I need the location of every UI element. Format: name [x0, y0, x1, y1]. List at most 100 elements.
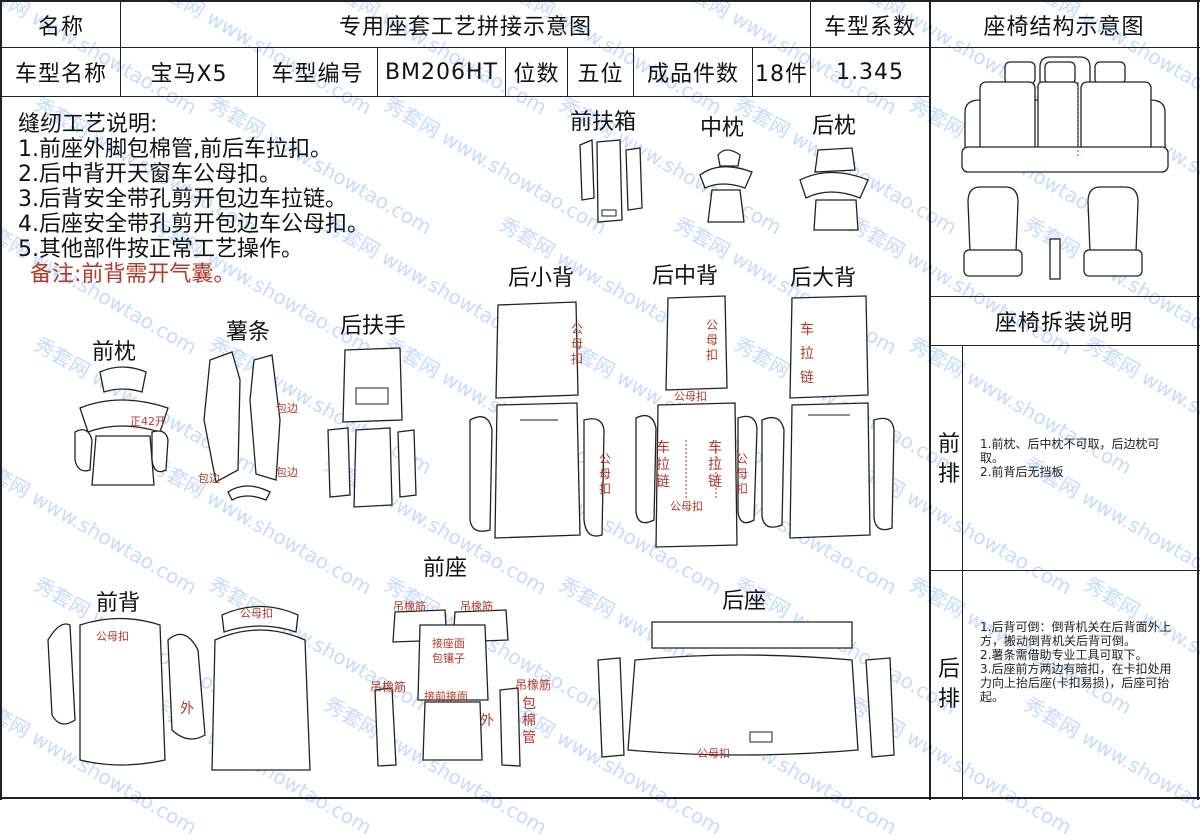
annot-cotton-tube: 包棉管 — [522, 696, 536, 746]
page-title: 专用座套工艺拼接示意图 — [338, 14, 592, 40]
structure-title: 座椅结构示意图 — [983, 14, 1145, 40]
model-no-label: 车型编号 — [271, 62, 364, 87]
border-top — [0, 0, 1200, 2]
note-remark: 备注:前背需开气囊。 — [30, 262, 236, 287]
annot-zipper-vertical: 车拉链 — [800, 322, 814, 386]
annot-hang-band: 吊橡筋 — [370, 680, 407, 694]
front-back-pieces — [47, 605, 311, 771]
annot-hang-band: 吊橡筋 — [515, 678, 552, 692]
annot-snap-vertical: 公母扣 — [570, 322, 583, 366]
annot-zipper-vertical: 车拉链 — [656, 440, 670, 490]
seats-value: 五位 — [577, 62, 624, 87]
v-line — [567, 47, 568, 97]
front-armrest-box-pieces — [579, 139, 643, 223]
right-line-2 — [930, 296, 1200, 297]
rear-armrest-pieces — [327, 347, 417, 508]
annot-hang-band: 吊橡筋 — [460, 600, 493, 613]
part-label-rear-large-back: 后大背 — [790, 266, 857, 291]
rear-row-label: 后排 — [937, 657, 960, 712]
v-line — [377, 47, 378, 97]
part-label-front-seat: 前座 — [423, 556, 468, 581]
strip-pieces — [203, 351, 281, 501]
v-line — [810, 47, 811, 97]
model-name-label: 车型名称 — [14, 62, 107, 87]
rear-row-item: 2.薯条需借助专业工具可取下。 — [980, 648, 1148, 662]
part-label-front-back: 前背 — [96, 591, 141, 616]
annot-join-face: 接座面 — [432, 637, 465, 650]
annot-hang-band: 吊橡筋 — [393, 600, 426, 613]
note-item: 3.后背安全带孔剪开包边车拉链。 — [18, 187, 347, 212]
part-label-middle-headrest: 中枕 — [700, 116, 745, 141]
annot-bag-strip: 包镶子 — [432, 652, 465, 665]
coef-value: 1.345 — [836, 59, 904, 85]
rear-row-text: 1.后背可倒：倒背机关在后背面外上方，搬动倒背机关后背可倒。 2.薯条需借助专业… — [980, 620, 1180, 704]
front-row-item: 2.前背后无挡板 — [980, 465, 1064, 479]
right-panel-divider — [929, 0, 931, 800]
watermark-text: 秀套网 www.showtao.com — [1020, 692, 1200, 840]
v-line — [257, 47, 258, 97]
row-line-1 — [0, 47, 930, 48]
v-line — [633, 47, 634, 97]
pieces-value: 18件 — [755, 62, 808, 87]
v-line — [505, 47, 506, 97]
part-label-rear-small-back: 后小背 — [508, 266, 575, 291]
rear-middle-back-pieces — [635, 295, 758, 548]
rear-small-back-pieces — [469, 301, 605, 539]
note-item: 4.后座安全带孔剪开包边车公母扣。 — [18, 212, 369, 237]
coef-label: 车型系数 — [823, 14, 916, 40]
rear-row-item: 3.后座前方两边有暗扣，在卡扣处用力向上抬后座(卡扣易损)，后座可抬起。 — [980, 662, 1172, 704]
rear-headrest-pieces — [799, 147, 869, 231]
v-line — [752, 47, 753, 97]
note-item: 2.后中背开天窗车公母扣。 — [18, 162, 281, 187]
annot-snap: 公母扣 — [96, 630, 129, 643]
model-name: 宝马X5 — [150, 62, 228, 87]
right-col-line — [962, 345, 963, 800]
part-label-rear-middle-back: 后中背 — [652, 264, 719, 289]
part-label-rear-headrest: 后枕 — [812, 114, 857, 139]
annot-binding: 包边 — [198, 472, 220, 485]
v-line — [810, 0, 811, 47]
pattern-pieces — [47, 139, 895, 771]
border-left — [0, 0, 2, 800]
disassembly-title: 座椅拆装说明 — [994, 311, 1133, 336]
annot-snap-vertical: 公母扣 — [598, 452, 611, 496]
note-item: 1.前座外脚包棉管,前后车拉扣。 — [18, 137, 332, 162]
annot-snap: 公母扣 — [240, 607, 273, 620]
front-row-item: 1.前枕、后中枕不可取，后边枕可取。 — [980, 437, 1160, 465]
front-row-label: 前排 — [937, 432, 960, 487]
annot-snap-vertical: 公母扣 — [705, 318, 718, 362]
border-right — [1197, 0, 1199, 800]
annot-snap: 公母扣 — [697, 747, 730, 760]
annot-join-front: 接前接面 — [424, 690, 468, 703]
front-row-text: 1.前枕、后中枕不可取，后边枕可取。 2.前背后无挡板 — [980, 437, 1180, 479]
row-line-2 — [0, 96, 930, 97]
part-label-front-armrest-box: 前扶箱 — [570, 110, 637, 135]
right-line-4 — [930, 570, 1200, 571]
rear-large-back-pieces — [761, 295, 895, 539]
name-label: 名称 — [37, 14, 84, 40]
annot-snap-vertical: 公母扣 — [735, 452, 748, 496]
model-no: BM206HT — [384, 59, 499, 85]
border-bottom — [0, 797, 1200, 799]
note-item: 5.其他部件按正常工艺操作。 — [18, 237, 303, 262]
rear-seat-pieces — [597, 621, 895, 758]
v-line — [120, 0, 121, 97]
pieces-label: 成品件数 — [646, 62, 739, 87]
front-headrest-pieces — [74, 366, 169, 486]
sewing-notes: 缝纫工艺说明: 1.前座外脚包棉管,前后车拉扣。 2.后中背开天窗车公母扣。 3… — [18, 112, 369, 287]
annot-binding: 包边 — [276, 402, 298, 415]
annot-zipper-vertical: 车拉链 — [708, 440, 722, 490]
part-label-rear-armrest: 后扶手 — [340, 314, 407, 339]
part-label-rear-seat: 后座 — [722, 589, 767, 614]
seat-structure-diagram — [961, 56, 1169, 280]
part-label-strip: 薯条 — [226, 320, 271, 345]
annot-binding: 包边 — [276, 466, 298, 479]
right-line-3 — [930, 345, 1200, 346]
middle-headrest-pieces — [699, 149, 753, 223]
annot-open: 正42开 — [130, 415, 166, 428]
annot-outer: 外 — [180, 701, 194, 717]
front-seat-pieces — [374, 609, 521, 767]
annot-outer: 外 — [480, 713, 494, 729]
right-line-1 — [930, 47, 1200, 48]
seats-label: 位数 — [513, 62, 560, 87]
